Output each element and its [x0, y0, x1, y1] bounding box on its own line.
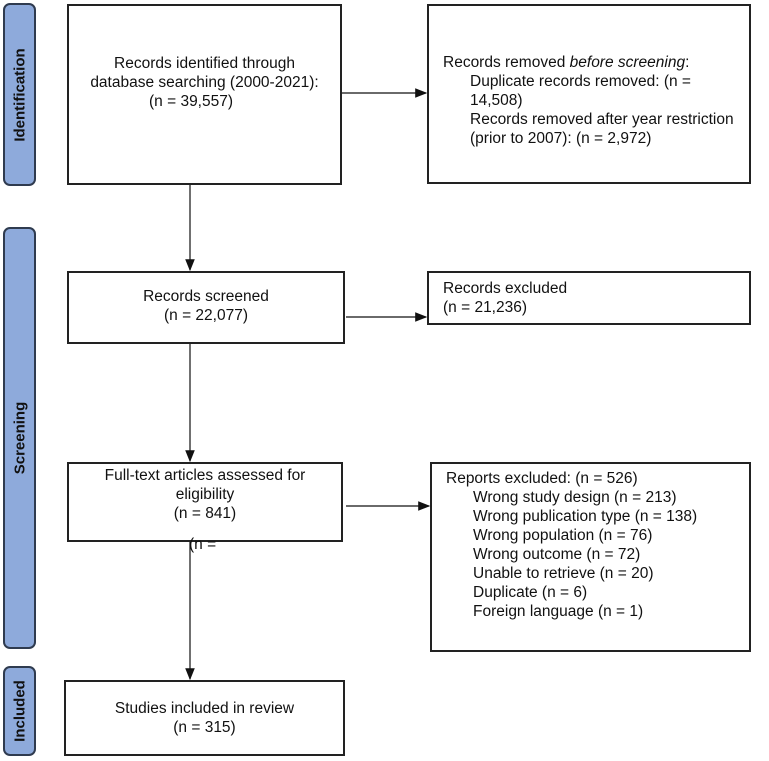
stage-label-screening: Screening — [3, 227, 36, 649]
title-suffix: : — [685, 54, 690, 71]
stage-label-included: Included — [3, 666, 36, 756]
exclusion-reason: Wrong outcome (n = 72) — [473, 546, 641, 563]
exclusion-reason: Unable to retrieve (n = 20) — [473, 565, 654, 582]
stray-text: (n = — [189, 536, 217, 553]
studies-included-box: Studies included in review (n = 315) — [64, 680, 345, 756]
records-removed-box: Records removed before screening: Duplic… — [427, 4, 751, 184]
removed-item: Records removed after year restriction — [470, 111, 734, 128]
box-title: Reports excluded: (n = 526) — [446, 470, 638, 487]
count-text: (n = 315) — [173, 719, 236, 736]
title-text: Records removed — [443, 54, 570, 71]
removed-item: 14,508) — [470, 92, 523, 109]
box-title: Records removed before screening: — [443, 53, 749, 72]
exclusion-reason: Wrong study design (n = 213) — [473, 489, 677, 506]
box-text: Studies included in review — [114, 700, 295, 717]
fulltext-assessed-box: Full-text articles assessed for eligibil… — [67, 462, 343, 542]
box-text: Records screened — [143, 288, 269, 305]
records-screened-box: Records screened (n = 22,077) — [67, 271, 345, 344]
count-text: (n = 22,077) — [163, 307, 249, 324]
records-identified-box: Records identified through database sear… — [67, 4, 342, 185]
reports-excluded-box: Reports excluded: (n = 526) Wrong study … — [430, 462, 751, 652]
box-text: Full-text articles assessed for — [104, 467, 306, 484]
exclusion-reason: Foreign language (n = 1) — [473, 603, 644, 620]
box-text: eligibility — [175, 486, 235, 503]
removed-item: Duplicate records removed: (n = — [470, 73, 691, 90]
records-excluded-box: Records excluded (n = 21,236) — [427, 271, 751, 325]
exclusion-reason: Duplicate (n = 6) — [473, 584, 588, 601]
count-text: (n = 21,236) — [443, 299, 528, 316]
box-text: Records excluded — [443, 280, 568, 297]
stage-label-identification: Identification — [3, 3, 36, 186]
removed-item: (prior to 2007): (n = 2,972) — [470, 130, 652, 147]
exclusion-reason: Wrong population (n = 76) — [473, 527, 653, 544]
box-text: database searching (2000-2021): — [90, 74, 319, 91]
count-text: (n = 841) — [173, 505, 237, 522]
exclusion-reason: Wrong publication type (n = 138) — [473, 508, 698, 525]
title-italic: before screening — [569, 54, 686, 71]
count-text: (n = 39,557) — [149, 93, 234, 110]
box-text: Records identified through — [114, 55, 295, 72]
